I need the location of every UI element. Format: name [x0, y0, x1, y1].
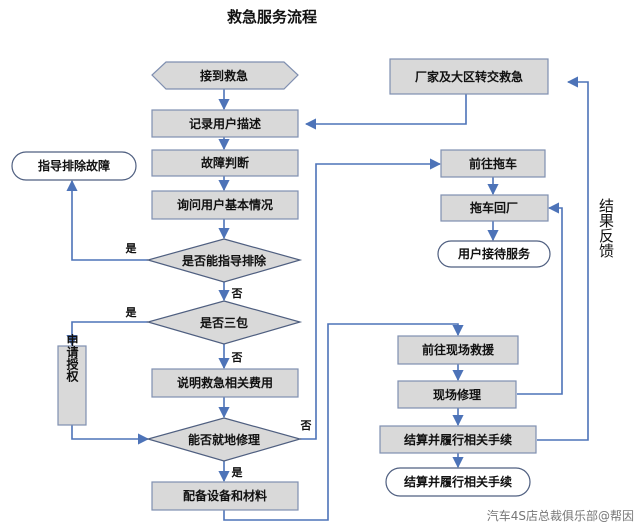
edge-canguide-yes-to-guidefix	[66, 179, 148, 261]
edge-label-yes-warranty: 是	[125, 306, 138, 319]
edge-siterepair-to-towback	[517, 202, 563, 395]
edge-prepare-to-siterescue	[223, 323, 464, 521]
node-prepare-equipment: 配备设备和材料	[151, 481, 299, 511]
node-apply-authorization-label: 申请授权	[65, 333, 79, 383]
node-is-warranty-label: 是否三包	[199, 315, 248, 330]
node-user-reception: 用户接待服务	[437, 240, 551, 268]
edge-label-no-onsite: 否	[300, 419, 312, 432]
edge-label-yes-guide: 是	[125, 242, 138, 255]
node-receive-rescue-label: 接到救急	[200, 68, 248, 83]
node-go-tow-label: 前往拖车	[469, 156, 517, 171]
node-can-repair-onsite-label: 能否就地修理	[188, 432, 260, 447]
node-tow-back: 拖车回厂	[440, 194, 549, 222]
node-explain-costs-label: 说明救急相关费用	[177, 375, 273, 390]
edge-label-no-guide: 否	[231, 287, 243, 300]
result-feedback-label: 结果反馈	[597, 198, 615, 258]
node-settle-procedures-1-label: 结算并履行相关手续	[404, 432, 512, 447]
node-factory-transfer: 厂家及大区转交救急	[389, 58, 549, 95]
node-can-guide-fix-label: 是否能指导排除	[181, 253, 267, 268]
node-go-site-rescue-label: 前往现场救援	[422, 342, 495, 357]
node-site-repair: 现场修理	[397, 380, 517, 409]
node-guide-fix-fault: 指导排除故障	[11, 151, 137, 181]
node-go-site-rescue: 前往现场救援	[397, 335, 519, 365]
node-settle-procedures-1: 结算并履行相关手续	[379, 425, 537, 454]
node-settle-procedures-2: 结算并履行相关手续	[385, 467, 531, 497]
edge-factory-to-record	[304, 94, 467, 130]
node-apply-authorization: 申请授权	[57, 333, 87, 426]
node-guide-fix-fault-label: 指导排除故障	[38, 158, 110, 173]
node-is-warranty: 是否三包	[145, 300, 303, 345]
node-ask-user-info: 询问用户基本情况	[151, 190, 299, 220]
node-tow-back-label: 拖车回厂	[470, 200, 518, 215]
edge-label-no-warranty: 否	[231, 351, 243, 364]
node-can-repair-onsite: 能否就地修理	[145, 417, 303, 462]
node-can-guide-fix: 是否能指导排除	[145, 238, 303, 283]
node-explain-costs: 说明救急相关费用	[151, 368, 299, 398]
node-record-description: 记录用户描述	[151, 109, 299, 138]
edge-canrepair-no-to-tow	[300, 158, 442, 440]
node-factory-transfer-label: 厂家及大区转交救急	[415, 69, 523, 84]
node-fault-judgment: 故障判断	[151, 149, 299, 177]
edge-result-feedback	[537, 76, 589, 441]
edge-apply-to-canrepair	[71, 425, 150, 445]
chart-title: 救急服务流程	[227, 8, 317, 26]
watermark: 汽车4S店总裁俱乐部@帮因	[487, 508, 634, 523]
node-site-repair-label: 现场修理	[433, 387, 481, 402]
node-fault-judgment-label: 故障判断	[201, 155, 249, 170]
edge-warranty-yes-to-apply	[66, 321, 148, 347]
node-prepare-equipment-label: 配备设备和材料	[183, 488, 267, 503]
node-user-reception-label: 用户接待服务	[457, 246, 531, 261]
node-go-tow: 前往拖车	[440, 149, 546, 178]
node-receive-rescue: 接到救急	[151, 61, 299, 90]
node-settle-procedures-2-label: 结算并履行相关手续	[404, 474, 512, 489]
node-ask-user-info-label: 询问用户基本情况	[177, 197, 273, 212]
edge-label-yes-onsite: 是	[231, 466, 244, 479]
edges	[66, 76, 589, 521]
node-record-description-label: 记录用户描述	[189, 116, 261, 131]
